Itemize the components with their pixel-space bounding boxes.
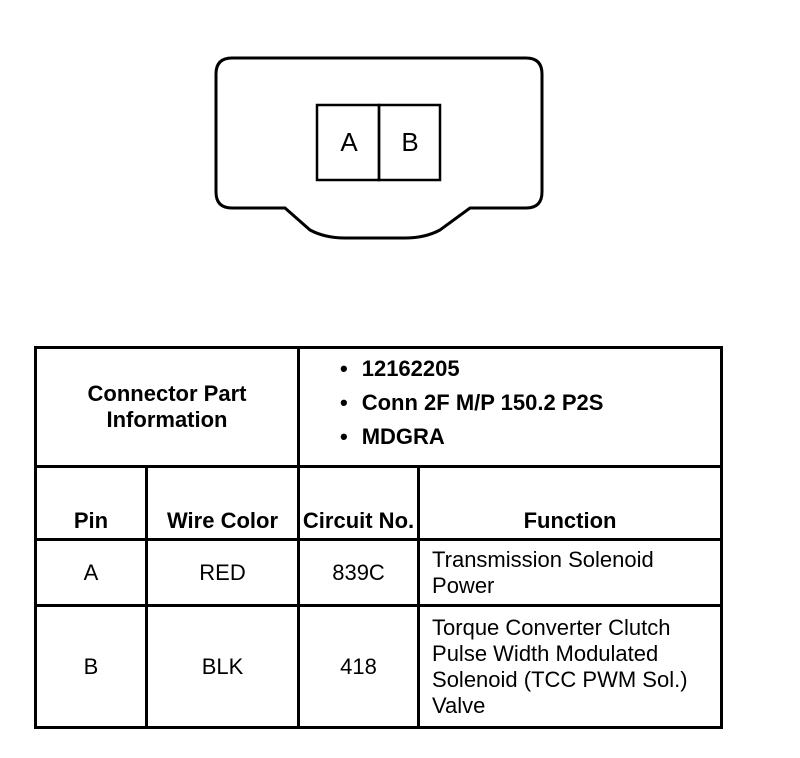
connector-housing [214, 56, 544, 240]
function-cell: Transmission Solenoid Power [417, 538, 724, 607]
table-row: B BLK 418 Torque Converter Clutch Pulse … [34, 604, 724, 729]
wire-color-cell: BLK [144, 604, 301, 729]
pin-b-cavity [377, 103, 442, 182]
header-circuit: Circuit No. [297, 465, 421, 541]
pin-cell: A [34, 538, 148, 607]
table-row: A RED 839C Transmission Solenoid Power [34, 538, 724, 607]
pin-cell: B [34, 604, 148, 729]
circuit-cell: 418 [297, 604, 421, 729]
header-pin: Pin [34, 465, 148, 541]
connector-type: Conn 2F M/P 150.2 P2S [340, 390, 720, 416]
part-number: 12162205 [340, 356, 720, 382]
connector-part-info-list: 12162205 Conn 2F M/P 150.2 P2S MDGRA [297, 346, 724, 468]
connector-info-table: Connector Part Information 12162205 Conn… [33, 346, 724, 729]
pin-a-label: A [340, 127, 358, 157]
wire-color-cell: RED [144, 538, 301, 607]
header-wire-color: Wire Color [144, 465, 301, 541]
function-cell: Torque Converter Clutch Pulse Width Modu… [417, 604, 724, 729]
header-row: Pin Wire Color Circuit No. Function [34, 465, 724, 541]
connector-part-info-label: Connector Part Information [33, 346, 301, 468]
circuit-cell: 839C [297, 538, 421, 607]
connector-code: MDGRA [340, 424, 720, 450]
pin-b-label: B [401, 127, 418, 157]
header-function: Function [417, 465, 724, 541]
connector-diagram: A B [214, 56, 544, 240]
